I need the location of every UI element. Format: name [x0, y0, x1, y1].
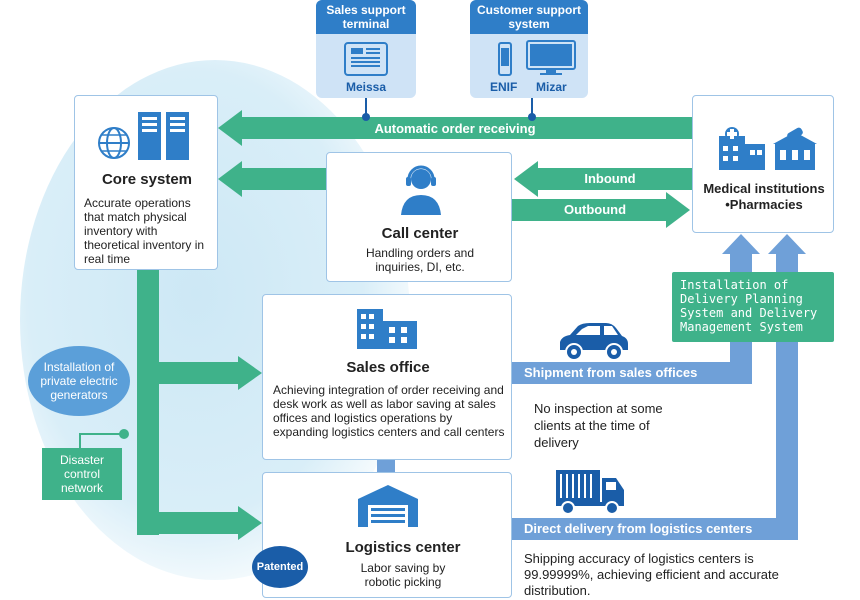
direct-delivery-arrowhead	[768, 234, 806, 254]
logistics-center-title: Logistics center	[345, 539, 461, 556]
tablet-icon	[344, 42, 388, 76]
server-icon	[138, 112, 189, 160]
sales-office-description: Achieving integration of order receiving…	[273, 383, 505, 439]
monitor-icon	[526, 40, 576, 75]
shipment-sales-body	[512, 362, 752, 384]
medical-institutions-title: Medical institutions •Pharmacies	[703, 181, 825, 212]
patented-label: Patented	[256, 561, 304, 573]
hospital-icon	[719, 127, 765, 170]
patented-badge: Patented	[252, 546, 308, 588]
core-system-box: Core system Accurate operations that mat…	[74, 95, 218, 270]
inbound-label: Inbound	[584, 171, 636, 186]
generators-bubble: Installation of private electric generat…	[28, 346, 130, 416]
shipment-sales-label: Shipment from sales offices	[524, 365, 698, 380]
outbound-arrowhead	[666, 192, 690, 228]
car-icon	[560, 323, 628, 361]
delivery-planning-box: Installation of Delivery Planning System…	[672, 272, 834, 342]
meissa-dot	[362, 113, 370, 121]
green-arrowhead-logistics	[238, 506, 262, 540]
call-center-title: Call center	[381, 225, 459, 242]
green-branch-sales	[137, 362, 240, 384]
auto-order-arrowhead	[218, 110, 242, 146]
green-trunk	[137, 270, 159, 535]
green-branch-logistics	[137, 512, 240, 534]
disaster-connector	[79, 433, 124, 448]
outbound-label: Outbound	[563, 202, 627, 217]
sales-support-terminal: Sales support terminal Meissa	[316, 0, 416, 98]
phone-icon	[498, 42, 512, 76]
sales-support-title: Sales support terminal	[316, 0, 416, 34]
call-to-core-body	[240, 168, 326, 190]
pharmacy-icon	[773, 127, 817, 170]
office-building-icon	[357, 309, 417, 349]
sales-office-box: Sales office Achieving integration of or…	[262, 294, 512, 460]
call-center-box: Call center Handling orders and inquirie…	[326, 152, 512, 282]
no-inspection-note: No inspection at some clients at the tim…	[534, 401, 663, 450]
meissa-label: Meissa	[346, 80, 387, 94]
shipping-accuracy-note: Shipping accuracy of logistics centers i…	[524, 551, 779, 598]
enif-label: ENIF	[490, 80, 518, 94]
outbound-arrow-body	[512, 199, 668, 221]
truck-icon	[556, 470, 624, 515]
mizar-dot	[528, 113, 536, 121]
core-system-description: Accurate operations that match physical …	[84, 196, 205, 266]
logistics-center-description: Labor saving by robotic picking	[360, 561, 446, 589]
sales-office-title: Sales office	[346, 359, 430, 376]
core-system-title: Core system	[101, 171, 193, 188]
green-arrowhead-sales	[238, 356, 262, 390]
warehouse-icon	[358, 485, 418, 527]
mizar-label: Mizar	[536, 80, 567, 94]
customer-support-system: Customer support system ENIF Mizar	[470, 0, 588, 98]
disaster-dot	[119, 429, 129, 439]
delivery-planning-text: Installation of Delivery Planning System…	[680, 278, 818, 334]
inbound-arrow-body	[536, 168, 692, 190]
disaster-network-text: Disaster control network	[59, 453, 104, 495]
generators-text: Installation of private electric generat…	[40, 360, 118, 402]
shipment-sales-arrowhead	[722, 234, 760, 254]
globe-icon	[98, 127, 130, 159]
inbound-arrowhead	[514, 161, 538, 197]
customer-support-title: Customer support system	[470, 0, 588, 34]
disaster-network-box: Disaster control network	[42, 448, 122, 500]
call-center-description: Handling orders and inquiries, DI, etc.	[365, 246, 475, 274]
direct-delivery-body	[512, 518, 798, 540]
direct-delivery-label: Direct delivery from logistics centers	[524, 521, 753, 536]
auto-order-arrow-body	[240, 117, 692, 139]
medical-institutions-box: Medical institutions •Pharmacies	[692, 95, 834, 233]
auto-order-label: Automatic order receiving	[374, 121, 536, 136]
call-to-core-arrowhead	[218, 161, 242, 197]
operator-icon	[401, 165, 441, 215]
